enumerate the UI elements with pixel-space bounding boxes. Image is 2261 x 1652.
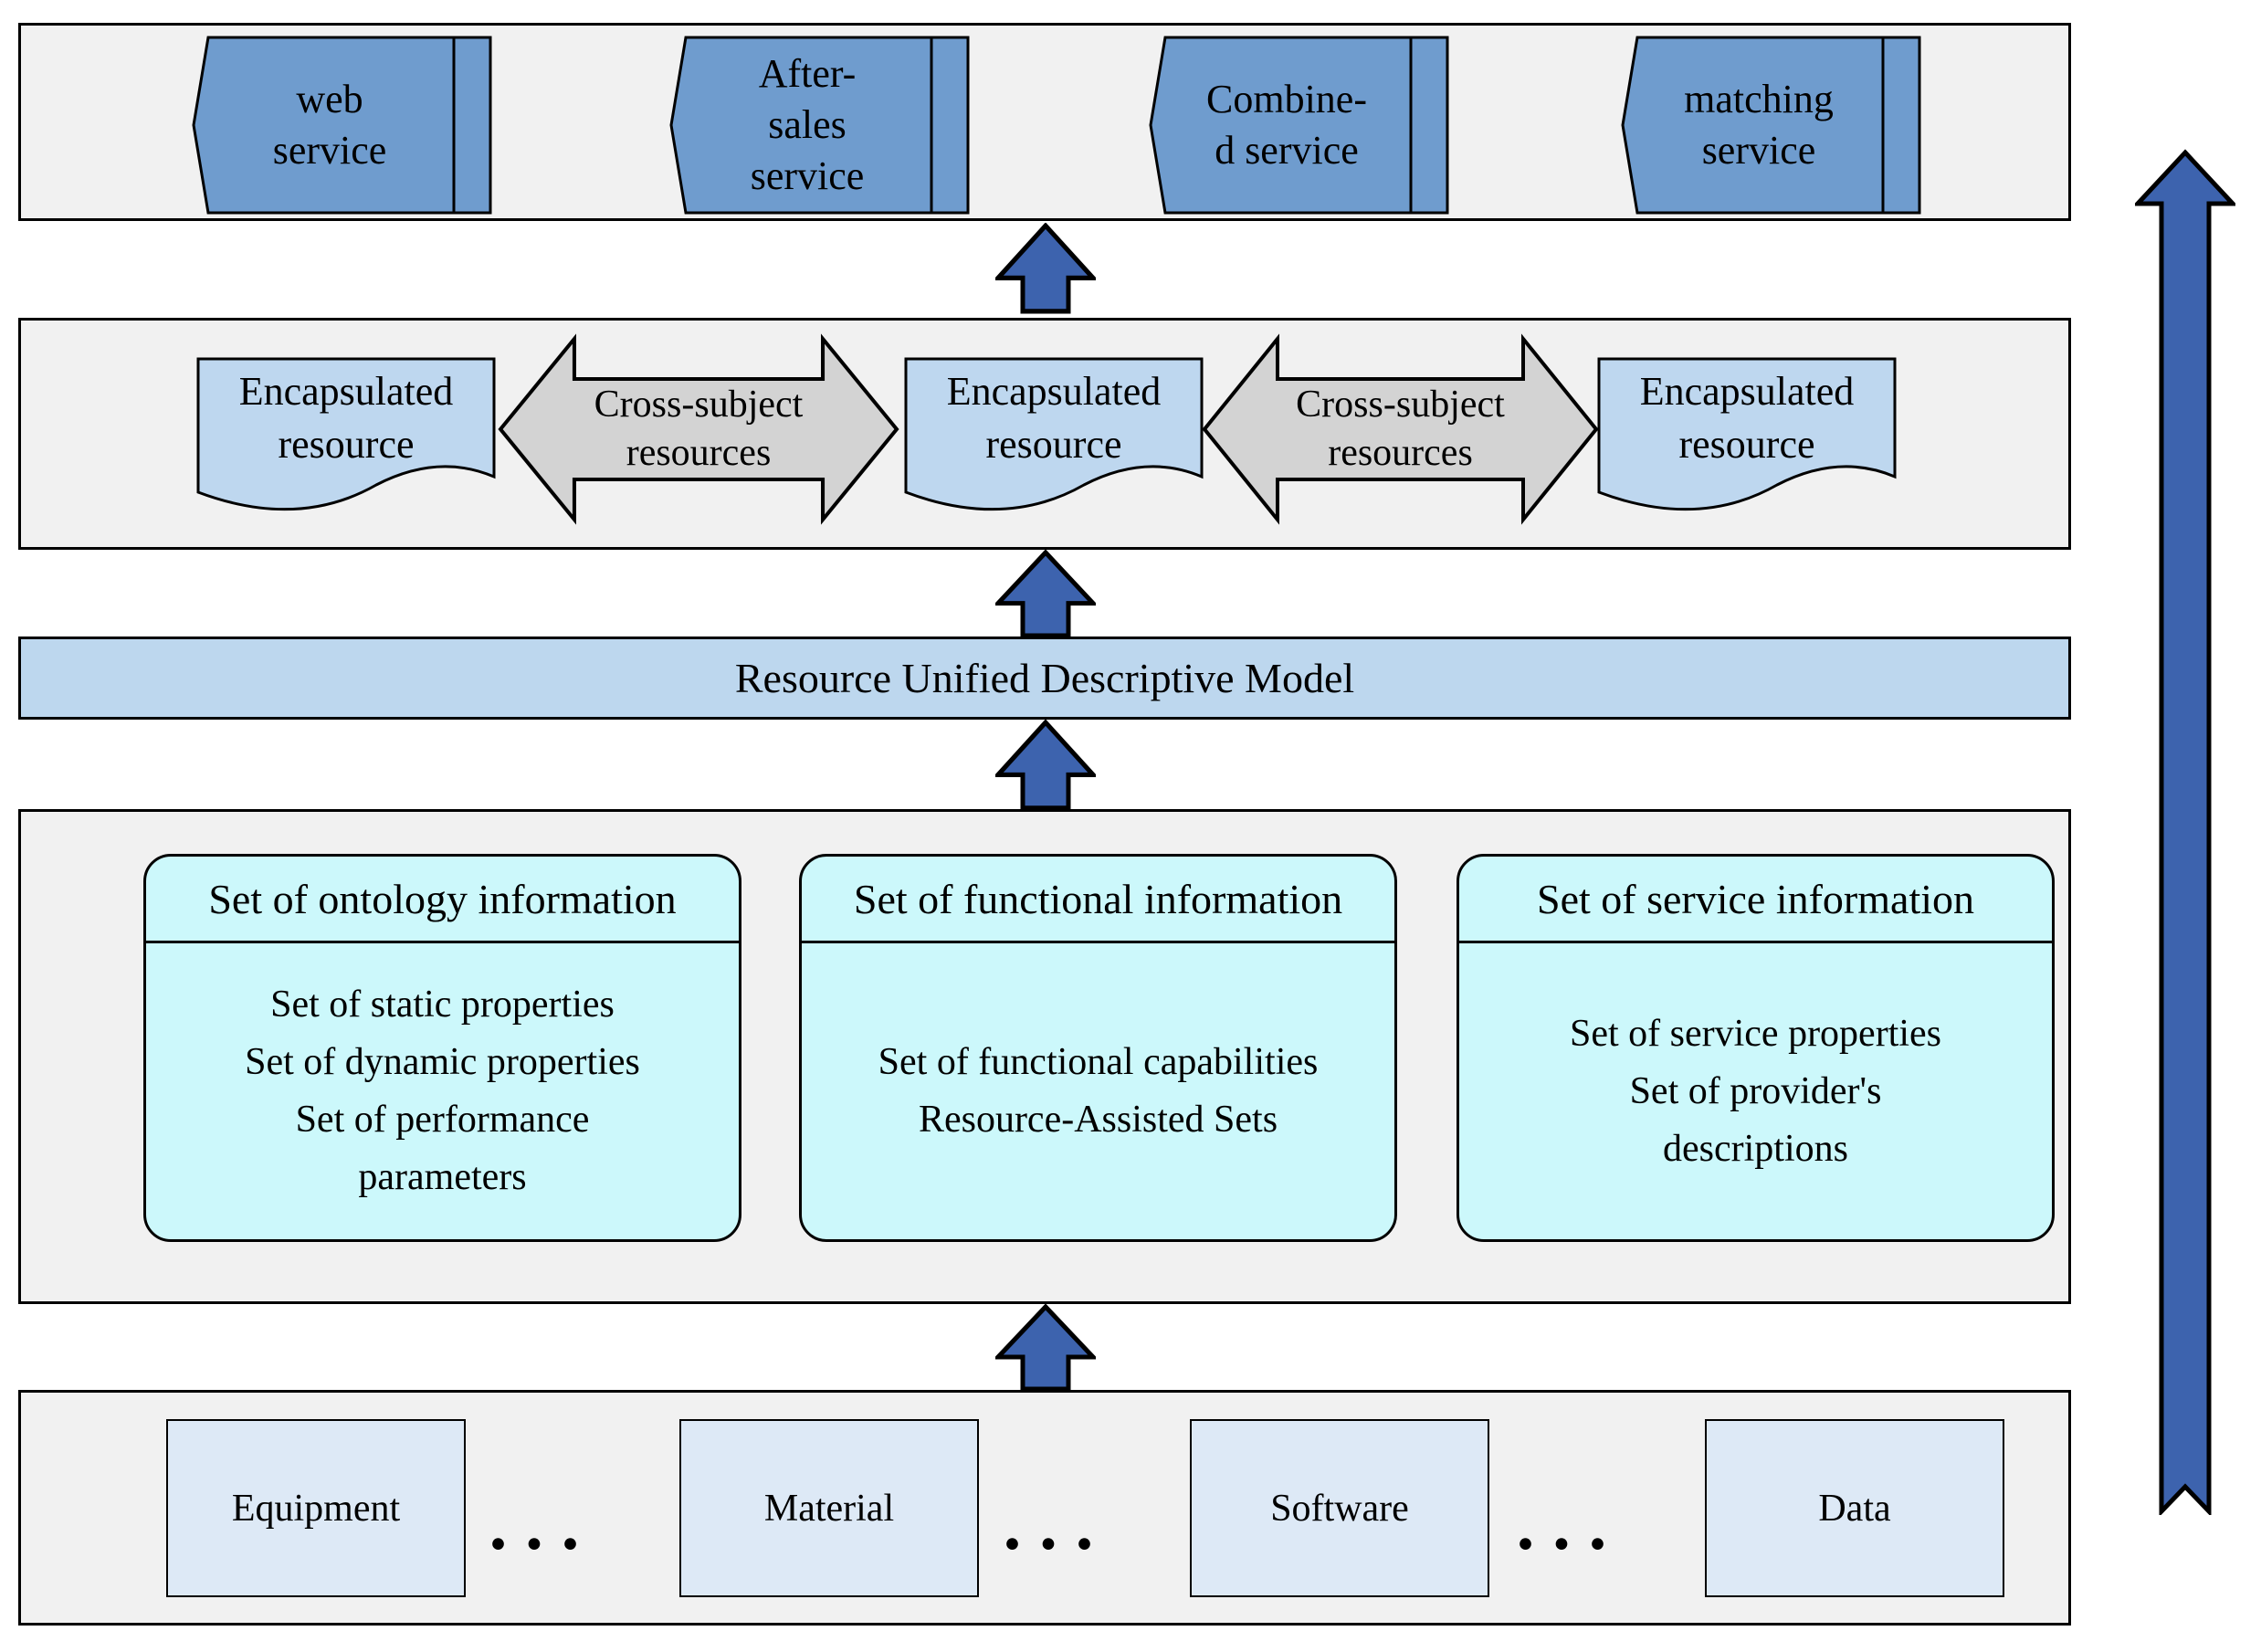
vertical-flow-arrow-icon xyxy=(2135,149,2235,1515)
up-arrow-icon xyxy=(995,550,1096,638)
base-resource-box-data: Data xyxy=(1705,1419,2004,1597)
double-arrow-icon xyxy=(498,333,899,525)
document-label: Encapsulated resource xyxy=(238,368,454,467)
cross-subject-label: Cross-subject resources xyxy=(1296,384,1505,474)
base-resource-label: Equipment xyxy=(231,1487,401,1530)
ellipsis-separator: ... xyxy=(1516,1485,1625,1564)
up-arrow-icon xyxy=(995,223,1096,314)
base-resource-label: Data xyxy=(1818,1487,1891,1530)
service-label: Combine- d service xyxy=(1206,76,1367,173)
base-resource-box-material: Material xyxy=(679,1419,979,1597)
info-set-header: Set of service information xyxy=(1459,857,2052,943)
layer-services: web service After- sales service Combine… xyxy=(18,23,2071,221)
up-arrow-icon xyxy=(995,1304,1096,1392)
base-resource-label: Software xyxy=(1270,1487,1409,1530)
info-set-card-service: Set of service information Set of servic… xyxy=(1457,854,2055,1242)
ellipsis-separator: ... xyxy=(489,1485,598,1564)
service-shape-matching-service: matching service xyxy=(1621,35,1922,216)
service-shape-combined-service: Combine- d service xyxy=(1149,35,1450,216)
service-label: web service xyxy=(272,76,387,173)
service-label: matching service xyxy=(1684,76,1834,173)
service-pentagon-icon xyxy=(192,36,492,215)
info-set-body: Set of service properties Set of provide… xyxy=(1569,1012,1942,1170)
info-set-body: Set of functional capabilities Resource-… xyxy=(878,1041,1319,1141)
document-icon xyxy=(196,357,496,511)
ellipsis-separator: ... xyxy=(1003,1485,1112,1564)
info-set-header: Set of ontology information xyxy=(146,857,739,943)
service-shape-after-sales-service: After- sales service xyxy=(669,35,971,216)
info-set-body: Set of static properties Set of dynamic … xyxy=(245,984,640,1198)
service-shape-web-service: web service xyxy=(192,35,493,216)
base-resource-box-software: Software xyxy=(1190,1419,1489,1597)
document-icon xyxy=(904,357,1204,511)
document-label: Encapsulated resource xyxy=(946,368,1162,467)
rudm-bar: Resource Unified Descriptive Model xyxy=(18,637,2071,720)
double-arrow-icon xyxy=(1202,333,1599,525)
layer-information-sets: Set of ontology information Set of stati… xyxy=(18,809,2071,1304)
layer-encapsulated-resources: Encapsulated resource Cross-subject reso… xyxy=(18,318,2071,550)
base-resource-box-equipment: Equipment xyxy=(166,1419,466,1597)
document-icon xyxy=(1597,357,1897,511)
document-shape-encapsulated-resource: Encapsulated resource xyxy=(903,356,1204,513)
base-resource-label: Material xyxy=(763,1487,895,1530)
document-shape-encapsulated-resource: Encapsulated resource xyxy=(195,356,497,513)
cross-subject-double-arrow-icon: Cross-subject resources xyxy=(498,331,899,527)
info-set-header: Set of functional information xyxy=(802,857,1394,943)
cross-subject-double-arrow-icon: Cross-subject resources xyxy=(1202,331,1599,527)
up-arrow-icon xyxy=(995,720,1096,811)
document-label: Encapsulated resource xyxy=(1639,368,1855,467)
service-pentagon-icon xyxy=(669,36,970,215)
service-label: After- sales service xyxy=(750,50,865,199)
document-shape-encapsulated-resource: Encapsulated resource xyxy=(1596,356,1898,513)
info-set-card-ontology: Set of ontology information Set of stati… xyxy=(143,854,741,1242)
cross-subject-label: Cross-subject resources xyxy=(594,384,804,474)
service-pentagon-icon xyxy=(1621,36,1921,215)
rudm-label: Resource Unified Descriptive Model xyxy=(734,655,1355,701)
info-set-card-functional: Set of functional information Set of fun… xyxy=(799,854,1397,1242)
service-pentagon-icon xyxy=(1149,36,1449,215)
layer-base-resources: Equipment ... Material ... Software ... … xyxy=(18,1390,2071,1626)
